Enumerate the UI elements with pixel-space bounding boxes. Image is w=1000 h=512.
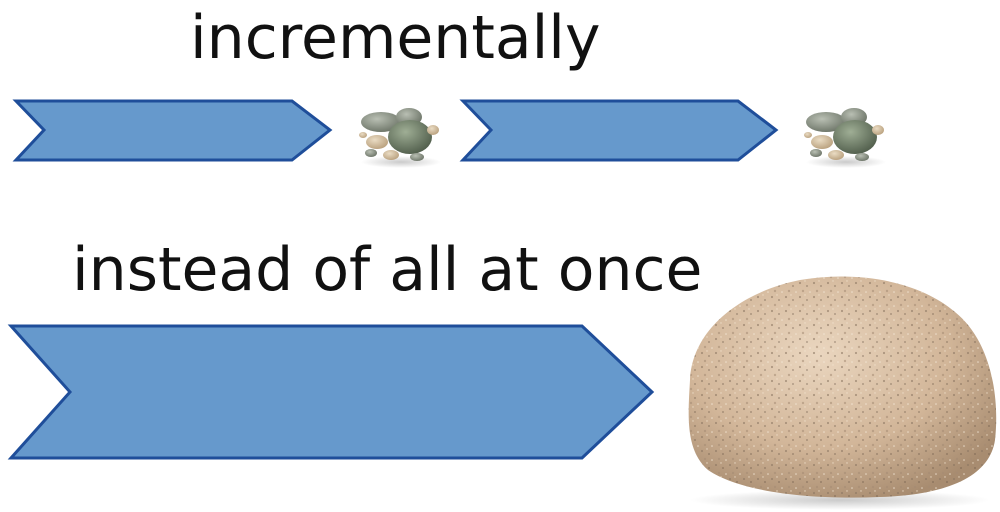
boulder-icon: [689, 277, 997, 510]
arrow-all-at-once: [11, 326, 652, 458]
arrow-step-1: [16, 101, 330, 160]
pebbles-icon: [359, 108, 441, 168]
pebbles-icon: [804, 108, 886, 168]
arrow-step-2: [463, 101, 776, 160]
